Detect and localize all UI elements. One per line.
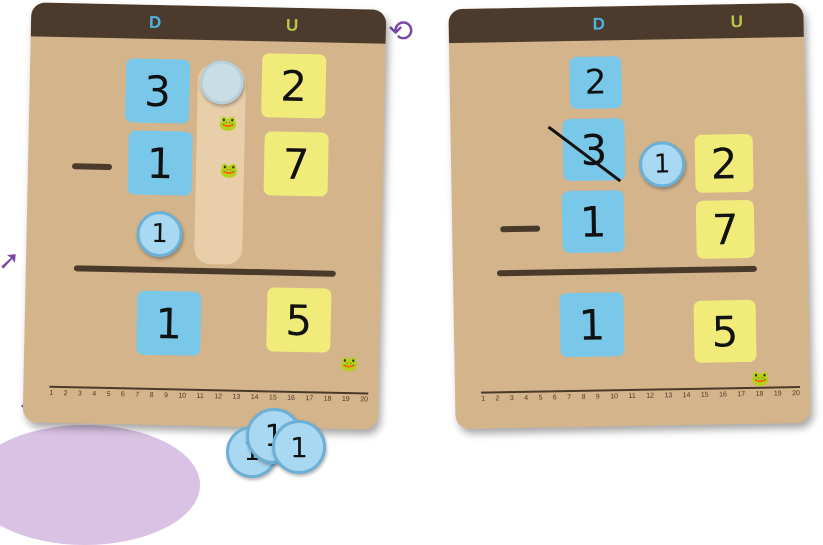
borrow-coin[interactable]: 1 [639,141,686,188]
ruler-number: 15 [269,394,277,401]
ruler-number: 16 [719,391,727,398]
tile-result-tens[interactable]: 1 [136,291,201,356]
units-column-label: U [730,12,743,32]
ruler-number: 2 [64,390,68,397]
tens-column-label: D [149,13,162,33]
ruler-number: 4 [524,395,528,402]
ruler-number: 19 [342,396,350,403]
frog-icon: 🐸 [340,355,359,373]
ruler-number: 5 [538,395,542,402]
ruler-number: 16 [287,395,295,402]
ruler-number: 20 [792,390,800,397]
column-header-bar: D U [448,3,804,43]
result-line [74,265,336,276]
ruler-number: 20 [360,396,368,403]
ruler-number: 1 [49,390,53,397]
ruler-number: 10 [178,392,186,399]
tile-sub-units[interactable]: 7 [263,131,328,196]
rotate-arrow-icon[interactable]: ⟲ [388,14,413,49]
frog-icon: 🐸 [219,114,238,132]
minus-sign [500,226,540,233]
tile-top-tens[interactable]: 3 [125,58,190,123]
tile-top-units[interactable]: 2 [261,53,326,118]
ruler-number: 1 [481,396,485,403]
ruler-number: 14 [683,392,691,399]
minus-sign [72,163,112,170]
ruler-number: 13 [232,394,240,401]
ruler-number: 17 [305,395,313,402]
coin[interactable]: 1 [272,420,326,474]
tile-result-units[interactable]: 5 [266,287,331,352]
tile-sub-units[interactable]: 7 [696,200,755,259]
ruler-number: 12 [214,393,222,400]
tile-sub-tens[interactable]: 1 [127,130,192,195]
tile-sub-tens[interactable]: 1 [562,190,625,253]
ruler-number: 18 [756,391,764,398]
ruler-number: 19 [774,390,782,397]
ruler-number: 3 [78,390,82,397]
tile-borrowed-tens[interactable]: 2 [569,56,622,109]
tile-crossed-tens[interactable]: 3 [562,118,625,181]
ruler-number: 6 [121,391,125,398]
ruler-number: 10 [610,393,618,400]
tile-top-units[interactable]: 2 [695,134,754,193]
ruler-number: 3 [510,395,514,402]
ruler-number: 6 [553,394,557,401]
ruler-number: 18 [324,396,332,403]
units-column-label: U [286,16,299,36]
ruler-number: 7 [135,392,139,399]
ruler-number: 11 [196,393,203,400]
ruler-number: 7 [567,394,571,401]
ruler-number: 4 [92,391,96,398]
ruler-number: 2 [495,395,499,402]
tile-result-tens[interactable]: 1 [559,292,624,357]
ruler-number: 14 [251,394,259,401]
column-header-bar: D U [31,2,387,43]
ruler-number: 5 [107,391,111,398]
tens-column-label: D [592,14,605,34]
ruler-number: 8 [150,392,154,399]
ruler-number: 8 [582,394,586,401]
ruler-number: 11 [628,393,635,400]
decorative-blob [0,425,200,545]
ruler-number: 12 [646,393,654,400]
ruler-number: 9 [596,394,600,401]
ruler-number: 17 [737,391,745,398]
tile-result-units[interactable]: 5 [693,300,756,363]
result-line [497,266,757,277]
ruler-number: 13 [664,392,672,399]
curved-arrow-icon: ➚ [0,245,20,276]
ruler-number: 15 [701,392,709,399]
ruler-number: 9 [164,392,168,399]
carry-coin[interactable]: 1 [136,211,183,258]
frog-icon: 🐸 [220,161,239,179]
